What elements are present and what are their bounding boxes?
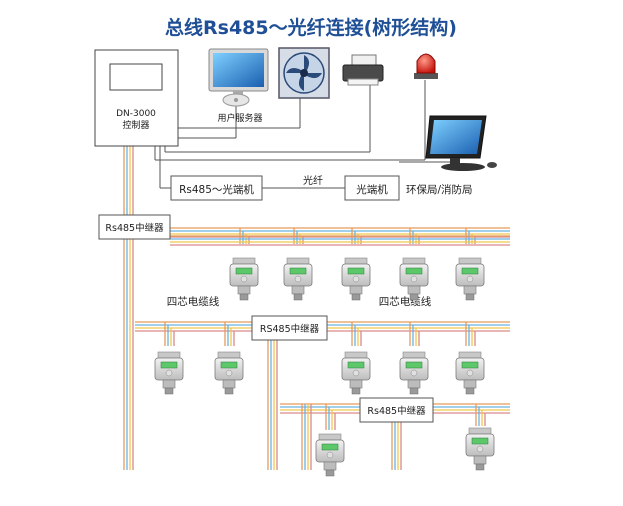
- cable-label-left: 四芯电缆线: [167, 295, 220, 308]
- rs485-fiber-converter-box: [170, 175, 263, 201]
- gas-detector-icon: [154, 351, 184, 395]
- user-server-label: 用户服务器: [217, 112, 262, 124]
- optical-terminal-label: 光端机: [356, 183, 388, 196]
- rs485-fiber-converter-label: Rs485～光端机: [179, 183, 254, 196]
- four-core-cable-bus: [123, 80, 510, 470]
- repeater-bottom-label: Rs485中继器: [367, 405, 426, 417]
- gas-detector-icon: [455, 351, 485, 395]
- gas-detector-icon: [455, 257, 485, 301]
- controller-model: DN-3000: [116, 109, 156, 119]
- alarm-light-icon: [414, 53, 438, 79]
- monitor-icon: [208, 48, 269, 107]
- optical-terminal-box: [344, 175, 400, 201]
- gas-detector-group: [154, 257, 495, 477]
- gas-detector-icon: [341, 257, 371, 301]
- controller-label: 控制器: [122, 119, 149, 131]
- fiber-label: 光纤: [303, 174, 323, 187]
- desktop-monitor-icon: [425, 115, 497, 171]
- controller-box: DN-3000 控制器: [94, 49, 179, 147]
- repeater-top-box: [98, 214, 171, 240]
- gas-detector-icon: [283, 257, 313, 301]
- cable-label-right: 四芯电缆线: [379, 295, 432, 308]
- agency-label: 环保局/消防局: [406, 183, 473, 196]
- gas-detector-icon: [341, 351, 371, 395]
- printer-icon: [342, 54, 384, 86]
- gas-detector-icon: [399, 351, 429, 395]
- gas-detector-icon: [229, 257, 259, 301]
- gas-detector-icon: [315, 433, 345, 477]
- repeater-top-label: Rs485中继器: [105, 222, 164, 234]
- repeater-bottom-box: [359, 397, 434, 423]
- fan-icon: [278, 47, 330, 99]
- gas-detector-icon: [214, 351, 244, 395]
- repeater-mid-box: [251, 315, 328, 341]
- diagram-title: 总线Rs485～光纤连接(树形结构): [165, 16, 457, 39]
- gas-detector-icon: [399, 257, 429, 301]
- gas-detector-icon: [465, 427, 495, 471]
- repeater-mid-label: RS485中继器: [260, 323, 320, 335]
